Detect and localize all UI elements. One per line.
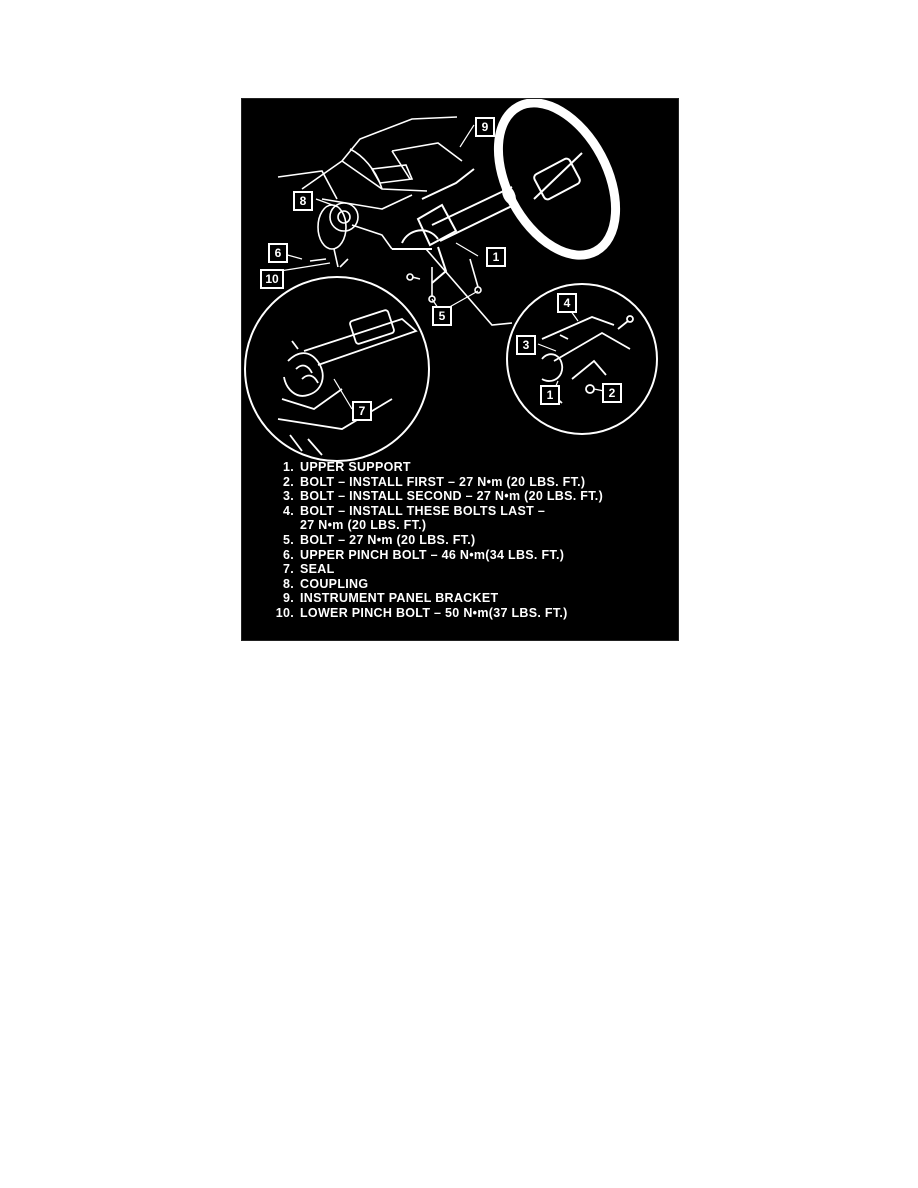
steering-column-illustration xyxy=(244,99,658,462)
legend-text: BOLT – INSTALL THESE BOLTS LAST – xyxy=(300,503,546,518)
bolt-detail-circle xyxy=(506,283,658,435)
callout-5: 5 xyxy=(432,306,452,326)
legend-text: LOWER PINCH BOLT – 50 N•m(37 LBS. FT.) xyxy=(300,605,568,620)
legend-number: 7. xyxy=(282,562,294,577)
legend-text: SEAL xyxy=(300,562,335,577)
legend-number: 9. xyxy=(282,591,294,606)
legend-number: 3. xyxy=(282,489,294,504)
legend-number: 5. xyxy=(282,532,294,547)
legend-item: 8. COUPLING xyxy=(262,577,662,592)
legend-item: 1. UPPER SUPPORT xyxy=(262,460,662,475)
callout-1-main: 1 xyxy=(486,247,506,267)
legend-item: 6. UPPER PINCH BOLT – 46 N•m(34 LBS. FT.) xyxy=(262,548,662,563)
parts-legend: 1. UPPER SUPPORT 2. BOLT – INSTALL FIRST – … xyxy=(262,460,662,621)
legend-number: 6. xyxy=(282,547,294,562)
legend-text: UPPER SUPPORT xyxy=(300,460,411,474)
legend-item: 9. INSTRUMENT PANEL BRACKET xyxy=(262,591,662,606)
callout-4: 4 xyxy=(557,293,577,313)
callout-3: 3 xyxy=(516,335,536,355)
legend-item: 5. BOLT – 27 N•m (20 LBS. FT.) xyxy=(262,533,662,548)
legend-number: 4. xyxy=(282,503,294,518)
legend-text: UPPER PINCH BOLT – 46 N•m(34 LBS. FT.) xyxy=(300,547,565,562)
legend-text: INSTRUMENT PANEL BRACKET xyxy=(300,591,499,606)
legend-item: 7. SEAL xyxy=(262,562,662,577)
dashboard-outline xyxy=(277,116,463,210)
legend-number: 10. xyxy=(275,605,294,620)
legend-item: 10. LOWER PINCH BOLT – 50 N•m(37 LBS. FT.… xyxy=(262,606,662,621)
seal-detail-circle xyxy=(244,276,430,462)
legend-item: 4. BOLT – INSTALL THESE BOLTS LAST – xyxy=(262,504,662,519)
legend-text: BOLT – INSTALL SECOND – 27 N•m (20 LBS. … xyxy=(300,489,604,504)
legend-text: BOLT – 27 N•m (20 LBS. FT.) xyxy=(300,532,476,547)
legend-number: 8. xyxy=(282,576,294,591)
legend-number xyxy=(262,518,300,533)
callout-7: 7 xyxy=(352,401,372,421)
bolts-drawing xyxy=(406,248,513,326)
legend-number: 2. xyxy=(282,474,294,489)
legend-text: BOLT – INSTALL FIRST – 27 N•m (20 LBS. F… xyxy=(300,474,586,489)
legend-item: 2. BOLT – INSTALL FIRST – 27 N•m (20 LBS.… xyxy=(262,475,662,490)
callout-10: 10 xyxy=(260,269,284,289)
legend-number: 1. xyxy=(282,460,294,474)
callout-8: 8 xyxy=(293,191,313,211)
legend-item: 3. BOLT – INSTALL SECOND – 27 N•m (20 LBS… xyxy=(262,489,662,504)
legend-text: 27 N•m (20 LBS. FT.) xyxy=(300,518,427,533)
callout-2: 2 xyxy=(602,383,622,403)
callout-9: 9 xyxy=(475,117,495,137)
callout-6: 6 xyxy=(268,243,288,263)
legend-item: 27 N•m (20 LBS. FT.) xyxy=(262,518,662,533)
legend-text: COUPLING xyxy=(300,576,369,591)
coupling-drawing xyxy=(309,202,393,268)
callout-1-detail: 1 xyxy=(540,385,560,405)
